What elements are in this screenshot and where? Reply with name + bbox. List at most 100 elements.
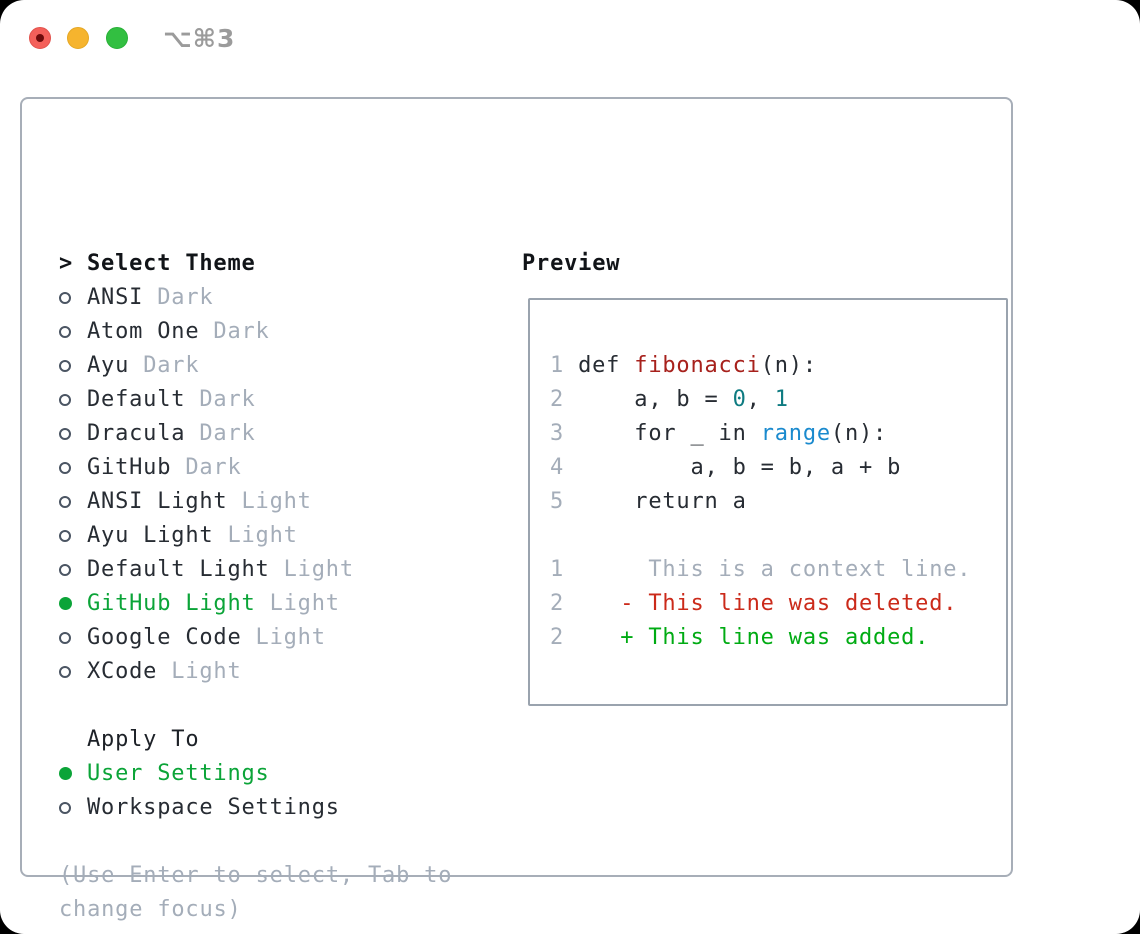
theme-option-default-dark[interactable]: Default Dark: [59, 383, 452, 417]
theme-name: Default Light: [87, 557, 284, 582]
radio-unselected-icon: [59, 655, 87, 689]
radio-unselected-icon: [59, 791, 87, 825]
radio-empty-icon: [59, 802, 71, 814]
radio-empty-icon: [59, 360, 71, 372]
code-segment: 1: [774, 387, 789, 412]
line-number: 3: [550, 421, 565, 446]
code-line: 2 + This line was added.: [550, 621, 971, 655]
radio-selected-icon: [59, 587, 87, 621]
prompt-icon: >: [59, 251, 74, 276]
radio-filled-icon: [59, 597, 72, 610]
theme-name: ANSI: [87, 285, 158, 310]
theme-variant: Light: [269, 591, 340, 616]
theme-name: Google Code: [87, 625, 256, 650]
line-number: 2: [550, 591, 565, 616]
code-line: 3 for _ in range(n):: [550, 417, 971, 451]
code-segment: + This line was added.: [564, 625, 930, 650]
theme-variant: Light: [227, 523, 298, 548]
code-segment: a, b = b, a + b: [564, 455, 902, 480]
radio-unselected-icon: [59, 349, 87, 383]
theme-option-github-light-light[interactable]: GitHub Light Light: [59, 587, 452, 621]
apply-to-header: Apply To: [59, 723, 452, 757]
code-segment: This is a context line.: [564, 557, 972, 582]
code-segment: for _ in: [564, 421, 761, 446]
theme-option-xcode-light[interactable]: XCode Light: [59, 655, 452, 689]
apply-to-title: Apply To: [87, 727, 200, 752]
radio-empty-icon: [59, 666, 71, 678]
theme-name: GitHub: [87, 455, 186, 480]
code-segment: def: [564, 353, 635, 378]
theme-option-ayu-light-light[interactable]: Ayu Light Light: [59, 519, 452, 553]
theme-variant: Light: [255, 625, 326, 650]
hint-text: (Use Enter to select, Tab to: [59, 863, 453, 888]
radio-empty-icon: [59, 564, 71, 576]
select-theme-title: Select Theme: [87, 251, 256, 276]
preview-title: Preview: [522, 251, 621, 276]
radio-unselected-icon: [59, 621, 87, 655]
radio-unselected-icon: [59, 417, 87, 451]
theme-name: Dracula: [87, 421, 200, 446]
theme-variant: Light: [171, 659, 242, 684]
line-number: 5: [550, 489, 565, 514]
theme-option-ansi-light-light[interactable]: ANSI Light Light: [59, 485, 452, 519]
hint-line: (Use Enter to select, Tab to: [59, 859, 452, 893]
spacer-row: [59, 689, 452, 723]
code-segment: (n):: [760, 353, 817, 378]
code-line: 1 This is a context line.: [550, 553, 971, 587]
theme-name: ANSI Light: [87, 489, 242, 514]
code-segment: fibonacci: [634, 353, 761, 378]
apply-option-label: User Settings: [87, 761, 270, 786]
theme-name: Atom One: [87, 319, 214, 344]
theme-option-dracula-dark[interactable]: Dracula Dark: [59, 417, 452, 451]
keyboard-shortcut-label: ⌥⌘3: [163, 24, 236, 53]
code-segment: - This line was deleted.: [564, 591, 958, 616]
code-segment: range: [760, 421, 831, 446]
code-segment: 0: [732, 387, 747, 412]
theme-option-google-code-light[interactable]: Google Code Light: [59, 621, 452, 655]
theme-name: GitHub Light: [87, 591, 270, 616]
radio-unselected-icon: [59, 281, 87, 315]
code-line: 2 a, b = 0, 1: [550, 383, 971, 417]
radio-filled-icon: [59, 767, 72, 780]
theme-variant: Dark: [143, 353, 200, 378]
theme-option-atom-one-dark[interactable]: Atom One Dark: [59, 315, 452, 349]
code-line: 1 def fibonacci(n):: [550, 349, 971, 383]
line-number: 2: [550, 387, 565, 412]
theme-name: XCode: [87, 659, 172, 684]
theme-option-ansi-dark[interactable]: ANSI Dark: [59, 281, 452, 315]
radio-empty-icon: [59, 632, 71, 644]
theme-name: Default: [87, 387, 200, 412]
hint-line: change focus): [59, 893, 452, 927]
theme-option-default-light-light[interactable]: Default Light Light: [59, 553, 452, 587]
radio-empty-icon: [59, 462, 71, 474]
radio-unselected-icon: [59, 383, 87, 417]
theme-name: Ayu Light: [87, 523, 228, 548]
theme-variant: Light: [283, 557, 354, 582]
apply-option-user-settings[interactable]: User Settings: [59, 757, 452, 791]
apply-option-workspace-settings[interactable]: Workspace Settings: [59, 791, 452, 825]
code-line: 2 - This line was deleted.: [550, 587, 971, 621]
radio-empty-icon: [59, 292, 71, 304]
theme-option-github-dark[interactable]: GitHub Dark: [59, 451, 452, 485]
theme-option-ayu-dark[interactable]: Ayu Dark: [59, 349, 452, 383]
line-number: 4: [550, 455, 565, 480]
close-button[interactable]: [29, 27, 51, 49]
zoom-button[interactable]: [106, 27, 128, 49]
theme-variant: Dark: [157, 285, 214, 310]
theme-name: Ayu: [87, 353, 144, 378]
line-number: 1: [550, 557, 565, 582]
radio-unselected-icon: [59, 519, 87, 553]
radio-unselected-icon: [59, 315, 87, 349]
code-line: 5 return a: [550, 485, 971, 519]
blank-line: [550, 519, 971, 553]
radio-unselected-icon: [59, 485, 87, 519]
radio-empty-icon: [59, 428, 71, 440]
select-theme-header: > Select Theme: [59, 247, 452, 281]
radio-empty-icon: [59, 496, 71, 508]
hint-text: change focus): [59, 897, 242, 922]
minimize-button[interactable]: [67, 27, 89, 49]
